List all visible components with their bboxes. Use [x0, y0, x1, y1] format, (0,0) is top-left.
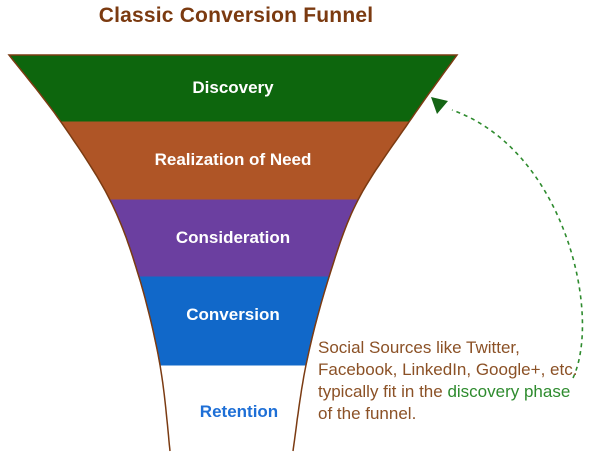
annotation-line1: Social Sources like Twitter, [318, 338, 520, 357]
stage-label-conversion: Conversion [186, 305, 280, 324]
stage-label-realization: Realization of Need [154, 150, 312, 169]
annotation-line4: of the funnel. [318, 404, 417, 423]
funnel-bands [7, 54, 458, 366]
annotation-highlight: discovery phase [447, 382, 571, 401]
annotation-line3-prefix: typically fit in the [318, 382, 448, 401]
arrowhead-icon [431, 97, 448, 114]
annotation-line2: Facebook, LinkedIn, Google+, etc. [318, 360, 578, 379]
annotation-text: Social Sources like Twitter, Facebook, L… [318, 337, 600, 425]
funnel-outline [7, 54, 459, 452]
stage-label-discovery: Discovery [192, 78, 274, 97]
stage-label-retention: Retention [199, 402, 279, 421]
dashed-arrow-curve [451, 109, 584, 379]
page-title: Classic Conversion Funnel [98, 4, 374, 27]
stage-label-consideration: Consideration [175, 228, 291, 247]
